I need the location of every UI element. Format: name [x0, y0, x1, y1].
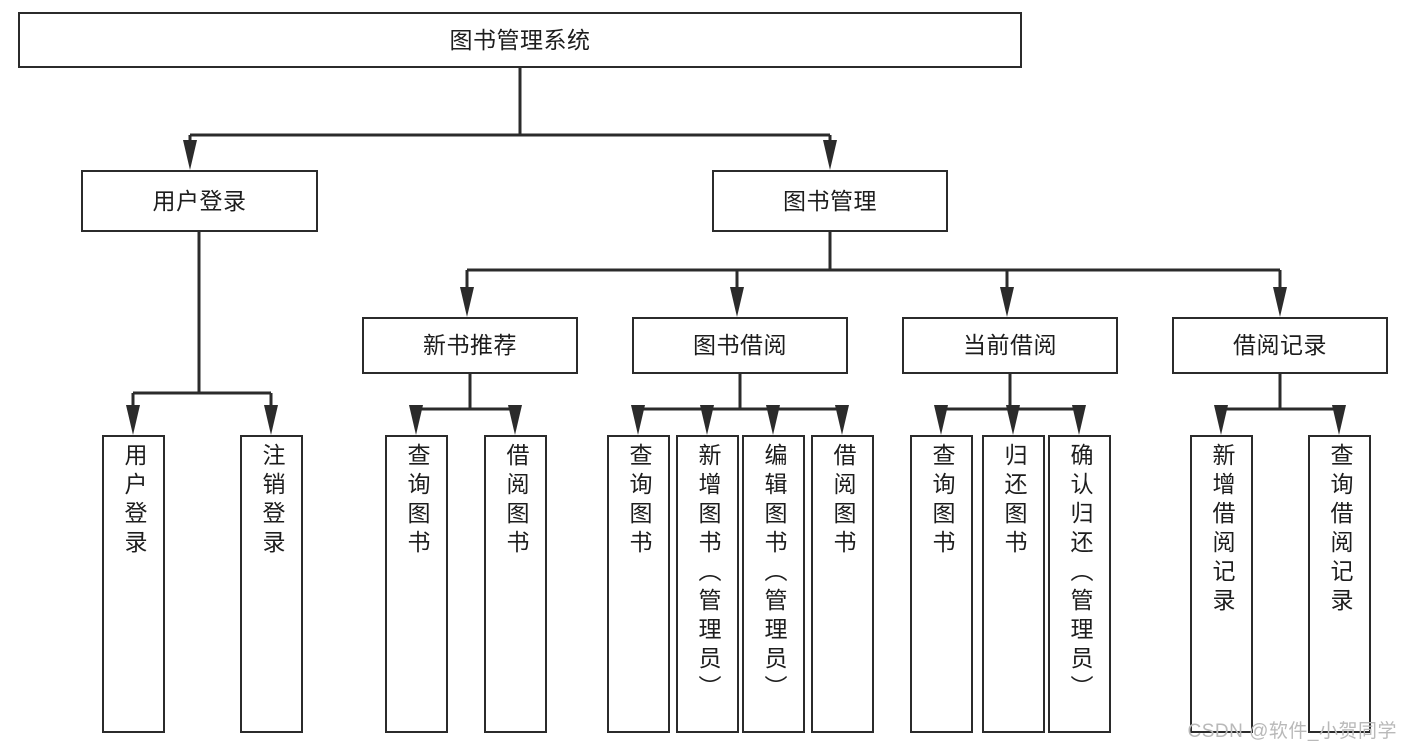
- node-label-borrow-book-2: 借阅图书: [830, 443, 856, 559]
- arrowhead-current-group-1: [1006, 405, 1020, 435]
- arrowhead-borrow-group-0: [631, 405, 645, 435]
- arrowhead-record-group-0: [1214, 405, 1228, 435]
- node-label-confirm-ret: 确认归还（管理员）: [1067, 443, 1093, 704]
- node-newbook[interactable]: 新书推荐: [362, 317, 578, 374]
- node-label-record: 借阅记录: [1233, 332, 1327, 359]
- node-q-book-1[interactable]: 查询图书: [385, 435, 448, 733]
- arrowhead-newbook-group-1: [508, 405, 522, 435]
- arrowhead-root-group-1: [823, 140, 837, 170]
- node-login[interactable]: 用户登录: [81, 170, 318, 232]
- arrowhead-root-group-0: [183, 140, 197, 170]
- node-root[interactable]: 图书管理系统: [18, 12, 1022, 68]
- node-label-root: 图书管理系统: [449, 26, 591, 53]
- node-confirm-ret[interactable]: 确认归还（管理员）: [1048, 435, 1111, 733]
- node-q-book-2[interactable]: 查询图书: [607, 435, 670, 733]
- node-label-current: 当前借阅: [963, 332, 1057, 359]
- arrowhead-login-group-0: [126, 405, 140, 435]
- node-edit-book[interactable]: 编辑图书（管理员）: [742, 435, 805, 733]
- node-label-q-book-1: 查询图书: [404, 443, 430, 559]
- arrowhead-current-group-2: [1072, 405, 1086, 435]
- node-borrow[interactable]: 图书借阅: [632, 317, 848, 374]
- node-label-add-book: 新增图书（管理员）: [695, 443, 721, 704]
- node-label-return-book: 归还图书: [1001, 443, 1027, 559]
- arrowhead-record-group-1: [1332, 405, 1346, 435]
- node-label-q-record: 查询借阅记录: [1327, 443, 1353, 617]
- node-borrow-book-2[interactable]: 借阅图书: [811, 435, 874, 733]
- node-current[interactable]: 当前借阅: [902, 317, 1118, 374]
- node-borrow-book-1[interactable]: 借阅图书: [484, 435, 547, 733]
- node-label-newbook: 新书推荐: [423, 332, 517, 359]
- arrowhead-login-group-1: [264, 405, 278, 435]
- arrowhead-borrow-group-2: [766, 405, 780, 435]
- arrowhead-mgmt-group-2: [1000, 287, 1014, 317]
- arrowhead-mgmt-group-0: [460, 287, 474, 317]
- arrowhead-current-group-0: [934, 405, 948, 435]
- node-bookmgmt[interactable]: 图书管理: [712, 170, 948, 232]
- arrowhead-newbook-group-0: [409, 405, 423, 435]
- node-label-q-book-2: 查询图书: [626, 443, 652, 559]
- arrowhead-borrow-group-1: [700, 405, 714, 435]
- node-label-userlogout: 注销登录: [259, 443, 285, 559]
- node-add-book[interactable]: 新增图书（管理员）: [676, 435, 739, 733]
- node-q-book-3[interactable]: 查询图书: [910, 435, 973, 733]
- arrowhead-mgmt-group-1: [730, 287, 744, 317]
- node-label-login: 用户登录: [152, 187, 247, 214]
- arrowhead-mgmt-group-3: [1273, 287, 1287, 317]
- node-label-edit-book: 编辑图书（管理员）: [761, 443, 787, 704]
- node-label-borrow-book-1: 借阅图书: [503, 443, 529, 559]
- node-record[interactable]: 借阅记录: [1172, 317, 1388, 374]
- node-userlogin[interactable]: 用户登录: [102, 435, 165, 733]
- node-label-borrow: 图书借阅: [693, 332, 787, 359]
- node-q-record[interactable]: 查询借阅记录: [1308, 435, 1371, 733]
- arrowhead-borrow-group-3: [835, 405, 849, 435]
- node-add-record[interactable]: 新增借阅记录: [1190, 435, 1253, 733]
- node-userlogout[interactable]: 注销登录: [240, 435, 303, 733]
- node-label-bookmgmt: 图书管理: [783, 187, 877, 214]
- node-label-q-book-3: 查询图书: [929, 443, 955, 559]
- node-return-book[interactable]: 归还图书: [982, 435, 1045, 733]
- node-label-add-record: 新增借阅记录: [1209, 443, 1235, 617]
- node-label-userlogin: 用户登录: [121, 443, 147, 559]
